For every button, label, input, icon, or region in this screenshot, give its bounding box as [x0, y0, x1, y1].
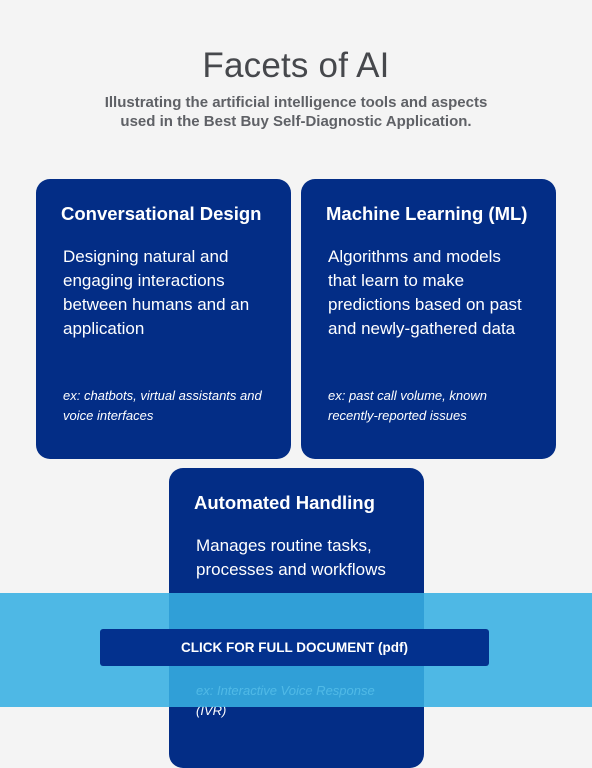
card-title: Conversational Design [61, 203, 262, 224]
page-title: Facets of AI [202, 46, 390, 85]
card-description: Algorithms and models that learn to make… [328, 247, 522, 338]
card-title: Machine Learning (ML) [326, 203, 528, 224]
card-description: Designing natural and engaging interacti… [63, 247, 250, 338]
card-machine-learning: Machine Learning (ML) Algorithms and mod… [301, 179, 556, 459]
page-subtitle: Illustrating the artificial intelligence… [80, 93, 512, 131]
card-conversational-design: Conversational Design Designing natural … [36, 179, 291, 459]
card-title: Automated Handling [194, 492, 375, 513]
card-example: ex: chatbots, virtual assistants and voi… [63, 388, 262, 423]
subtitle-line-2: used in the Best Buy Self-Diagnostic App… [120, 113, 472, 130]
full-document-pdf-button[interactable]: CLICK FOR FULL DOCUMENT (pdf) [100, 629, 489, 666]
card-example: ex: past call volume, known recently-rep… [328, 388, 487, 423]
card-description: Manages routine tasks, processes and wor… [196, 536, 386, 579]
subtitle-line-1: Illustrating the artificial intelligence… [104, 94, 488, 111]
